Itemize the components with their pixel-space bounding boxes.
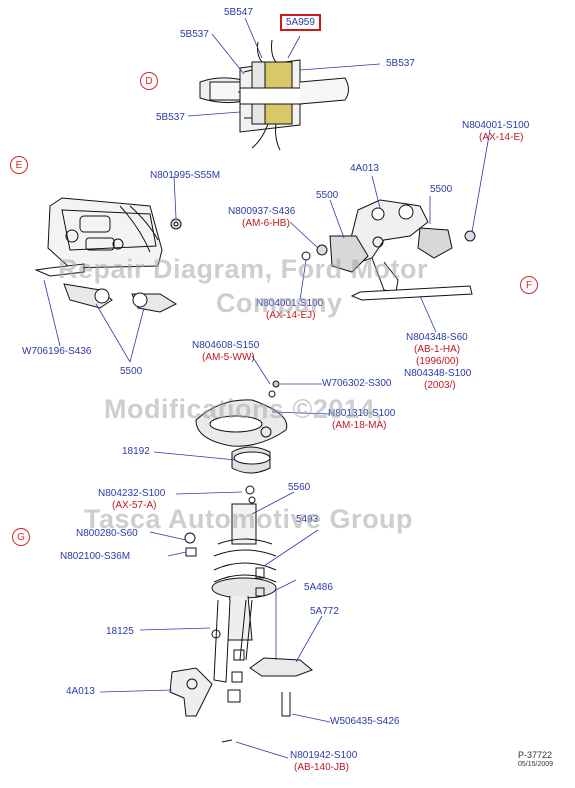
part-label-5500: 5500 [316,190,339,201]
part-label-18125: 18125 [106,626,134,637]
part-label-n804001-s100: N804001-S100 [462,120,530,131]
part-label-n800937-s436: N800937-S436 [228,206,296,217]
section-marker-f: F [520,276,538,294]
part-label-5b547: 5B547 [224,7,253,18]
spec-label-ab-1-ha: (AB-1-HA) [414,344,461,355]
part-label-18192: 18192 [122,446,150,457]
part-label-n801310-s100: N801310-S100 [328,408,396,419]
part-label-n800280-s60: N800280-S60 [76,528,138,539]
spec-label-am-5-ww: (AM-5-WW) [202,352,255,363]
figure-code: P-37722 [518,750,553,760]
part-label-w706196-s436: W706196-S436 [22,346,92,357]
spec-label-ax-57-a: (AX-57-A) [112,500,157,511]
part-label-n804001-s100: N804001-S100 [256,298,324,309]
part-label-5a959-highlighted: 5A959 [280,14,321,31]
spec-label-ax-14-e: (AX-14-E) [479,132,524,143]
section-marker-d: D [140,72,158,90]
section-marker-e: E [10,156,28,174]
part-label-5500: 5500 [430,184,453,195]
spec-label-am-18-ma: (AM-18-MA) [332,420,387,431]
part-label-5500: 5500 [120,366,143,377]
bushing-assembly [199,39,349,151]
part-label-n802100-s36m: N802100-S36M [60,551,131,562]
part-label-5a486: 5A486 [304,582,333,593]
strut-assembly-g [169,380,313,743]
part-label-n801942-s100: N801942-S100 [290,750,358,761]
watermark-line-2: Company [216,288,343,318]
part-label-5b537: 5B537 [386,58,415,69]
part-label-4a013: 4A013 [350,163,379,174]
spec-label-ax-14-ej: (AX-14-EJ) [266,310,316,321]
arm-assembly-f [301,199,476,301]
watermark-line-4: Tasca Automotive Group [84,504,414,534]
part-label-5560: 5560 [288,482,311,493]
spec-label-2003: (2003/) [424,380,456,391]
part-label-5b537: 5B537 [180,29,209,40]
watermark-line-3: Modifications ©2014, [104,394,383,424]
watermark-line-1: Repair Diagram, Ford Motor [58,254,429,284]
part-label-n804348-s60: N804348-S60 [406,332,468,343]
part-label-5493: 5493 [296,514,319,525]
section-marker-g: G [12,528,30,546]
spec-label-ab-140-jb: (AB-140-JB) [294,762,350,773]
part-label-n804232-s100: N804232-S100 [98,488,166,499]
part-label-w506435-s426: W506435-S426 [330,716,400,727]
part-label-n801995-s55m: N801995-S55M [150,170,221,181]
figure-date: 05/15/2009 [518,761,554,768]
part-label-5a772: 5A772 [310,606,339,617]
part-label-5b537: 5B537 [156,112,185,123]
part-label-n804608-s150: N804608-S150 [192,340,260,351]
bracket-assembly-e [34,197,182,313]
part-label-w706302-s300: W706302-S300 [322,378,392,389]
spec-label-am-6-hb: (AM-6-HB) [242,218,290,229]
part-label-n804348-s100: N804348-S100 [404,368,472,379]
spec-label-1996-00: (1996/00) [416,356,459,367]
part-label-4a013: 4A013 [66,686,95,697]
